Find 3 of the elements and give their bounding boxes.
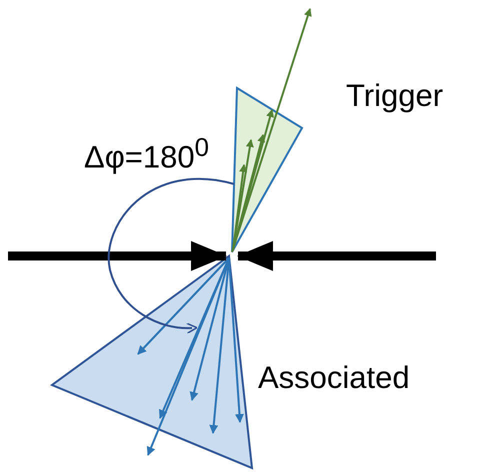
angle-label: Δφ=180$^{0}$ [84, 136, 210, 172]
jet-label: Associated [258, 362, 410, 393]
jet-label: Trigger [346, 80, 444, 111]
